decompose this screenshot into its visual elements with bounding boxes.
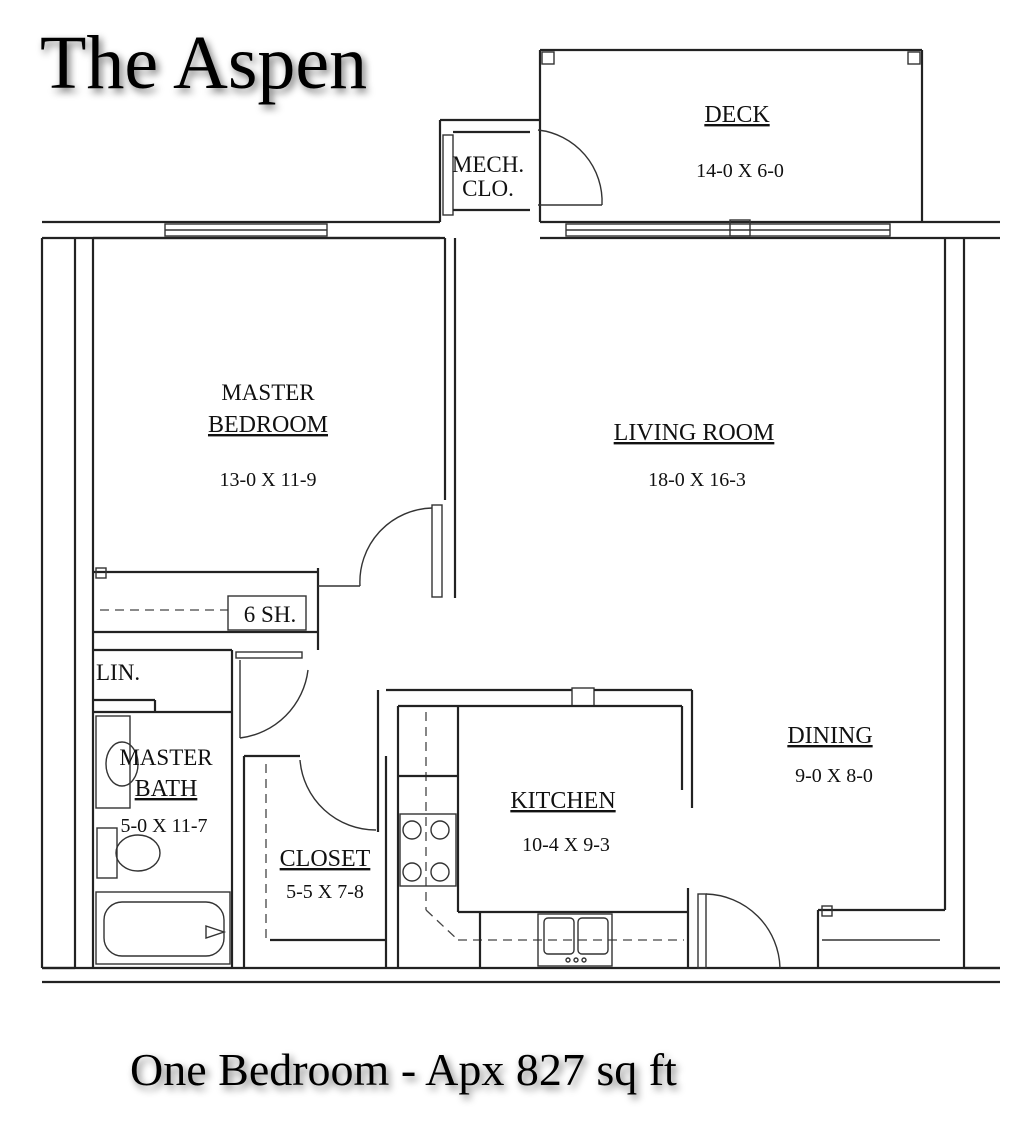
shelves: 6 SH. [93, 595, 318, 634]
master-bath-dimensions: 5-0 X 11-7 [120, 815, 207, 837]
plan-subtitle: One Bedroom - Apx 827 sq ft [130, 1044, 677, 1095]
shelves-label: 6 SH. [244, 602, 296, 627]
master-bedroom-label-line1: MASTER [221, 380, 315, 405]
mech-label-line2: CLO. [462, 176, 514, 201]
master-bedroom-label-line2: BEDROOM [208, 412, 328, 438]
deck-label: DECK [704, 102, 770, 128]
dining-label: DINING [787, 723, 872, 749]
master-bath: MASTER BATH 5-0 X 11-7 [93, 710, 234, 968]
closet-dimensions: 5-5 X 7-8 [286, 881, 364, 903]
mech-label-line1: MECH. [452, 152, 524, 177]
master-bath-label-line2: BATH [135, 776, 198, 802]
dining-dimensions: 9-0 X 8-0 [795, 765, 873, 787]
living-room-label: LIVING ROOM [614, 420, 775, 446]
closet-label: CLOSET [280, 846, 371, 872]
master-bedroom: MASTER BEDROOM 13-0 X 11-9 [93, 236, 457, 650]
kitchen-label: KITCHEN [510, 788, 615, 814]
dining: DINING 9-0 X 8-0 [697, 723, 945, 969]
linen-closet: LIN. [93, 648, 309, 740]
walk-in-closet: CLOSET 5-5 X 7-8 [242, 690, 388, 968]
living-room-dimensions: 18-0 X 16-3 [648, 469, 746, 491]
master-bedroom-dimensions: 13-0 X 11-9 [219, 469, 316, 491]
mech-closet: MECH. CLO. [438, 118, 603, 222]
deck-dimensions: 14-0 X 6-0 [696, 160, 784, 182]
kitchen-dimensions: 10-4 X 9-3 [522, 834, 610, 856]
kitchen: KITCHEN 10-4 X 9-3 [386, 687, 694, 968]
plan-title: The Aspen [40, 21, 367, 105]
deck: DECK 14-0 X 6-0 [538, 48, 924, 222]
exterior-walls [40, 219, 1000, 984]
linen-label: LIN. [96, 660, 140, 685]
master-bath-label-line1: MASTER [119, 745, 213, 770]
living-room: LIVING ROOM 18-0 X 16-3 [614, 420, 775, 491]
